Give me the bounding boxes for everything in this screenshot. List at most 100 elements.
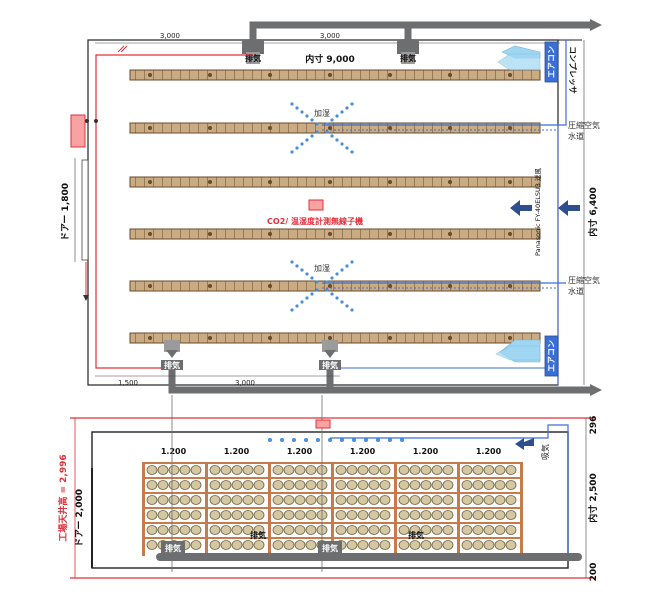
- nozzle-dot: [376, 438, 380, 442]
- exhaust-label: 排気: [164, 360, 180, 370]
- humidify-label-lower: 加湿: [314, 263, 330, 273]
- red-pipe-left: [95, 148, 172, 369]
- spray-dot: [340, 110, 344, 114]
- shelf-width-label: 1.200: [413, 447, 439, 456]
- blue-pipe-upper: [322, 40, 567, 126]
- rack-row: [129, 122, 541, 134]
- spray-dot: [305, 272, 309, 276]
- inner-depth-label: 内寸 6,400: [587, 187, 599, 237]
- dimension-top-left: 3,000: [160, 32, 180, 40]
- spray-dot: [295, 146, 299, 150]
- exhaust-unit-bottom-left: 排気: [161, 340, 183, 370]
- water-pipe-label-lower: 水道: [568, 286, 584, 296]
- spray-dot: [325, 122, 329, 126]
- aircon-label: エアコン: [547, 340, 556, 372]
- spray-dot: [345, 146, 349, 150]
- humidify-label-upper: 加湿: [314, 108, 330, 118]
- spray-dot: [335, 138, 339, 142]
- exhaust-label: 排気: [322, 543, 338, 553]
- exhaust-unit-elevation-right: [318, 541, 342, 554]
- shelf-unit: 1.200: [142, 447, 205, 556]
- nozzle-dot: [388, 438, 392, 442]
- nozzle-dot: [292, 438, 296, 442]
- dimension-top-right: 3,000: [320, 32, 340, 40]
- inner-width-label: 内寸 9,000: [305, 53, 355, 65]
- exhaust-label: 排気: [400, 53, 416, 63]
- spray-dot: [300, 300, 304, 304]
- shelf-unit: 1.200: [457, 447, 520, 556]
- nozzle-dot: [328, 438, 332, 442]
- aircon-unit-bottom: エアコン: [495, 335, 559, 377]
- spray-dot: [315, 280, 319, 284]
- spray-dot: [310, 134, 314, 138]
- spray-dot: [295, 106, 299, 110]
- rack-row: [129, 69, 541, 81]
- spray-dot: [350, 308, 354, 312]
- spray-dot: [300, 142, 304, 146]
- top-exhaust-duct: [249, 21, 590, 40]
- spray-dot: [335, 114, 339, 118]
- nozzle-dot: [280, 438, 284, 442]
- spray-dot: [345, 304, 349, 308]
- intake-label: 吸気: [540, 444, 550, 460]
- aircon-unit-top: エアコン: [497, 41, 559, 83]
- spray-dot: [300, 268, 304, 272]
- nozzle-dot: [400, 438, 404, 442]
- exhaust-unit-top-left: 排気: [242, 40, 264, 64]
- spray-dot: [295, 304, 299, 308]
- spray-dot: [330, 276, 334, 280]
- shelf-unit: 1.200: [268, 447, 331, 556]
- spray-dot: [300, 110, 304, 114]
- spray-dot: [315, 130, 319, 134]
- spray-dot: [340, 142, 344, 146]
- humidifier-spray-lower: [290, 260, 354, 312]
- fan-unit: Panasonic FY-40ELSU3 送風: [510, 167, 580, 256]
- humidifier-nozzles: [268, 438, 404, 442]
- bottom-exhaust-duct: [168, 370, 590, 394]
- humidifier-spray-upper: [290, 102, 354, 154]
- compressor-label: コンプレッサ: [568, 46, 578, 94]
- fan-label: Panasonic FY-40ELSU3 送風: [533, 167, 542, 256]
- spray-dot: [335, 272, 339, 276]
- spray-dot: [325, 288, 329, 292]
- spray-dot: [330, 118, 334, 122]
- rack-rows: [129, 69, 541, 344]
- red-pipe-top: [95, 54, 253, 148]
- nozzle-dot: [304, 438, 308, 442]
- shelf-unit: 1.200: [331, 447, 394, 556]
- spray-dot: [310, 276, 314, 280]
- intake-arrow: [515, 438, 534, 450]
- spray-dot: [350, 102, 354, 106]
- spray-dot: [305, 114, 309, 118]
- controller-box: [70, 114, 86, 148]
- duct-outlet-arrow-bottom: [590, 384, 602, 396]
- exhaust-label: 排気: [322, 360, 338, 370]
- door-plan: ドアー 1,800: [60, 158, 89, 301]
- door-height-label: ドアー 2,000: [74, 489, 85, 547]
- spray-dot: [340, 300, 344, 304]
- sensor-unit: [308, 199, 324, 211]
- exhaust-unit-top-right: 排気: [397, 40, 419, 64]
- exhaust-unit-elevation-left: [161, 541, 185, 554]
- aircon-label: エアコン: [547, 46, 556, 78]
- spray-dot: [305, 138, 309, 142]
- nozzle-dot: [316, 438, 320, 442]
- plan-view: 3,000 3,000 排気 排気 内寸 9,000 ドアー 1,800: [60, 19, 602, 396]
- nozzle-dot: [352, 438, 356, 442]
- spray-dot: [335, 296, 339, 300]
- spray-dot: [315, 288, 319, 292]
- ceiling-height-label: 工場天井高 = 2,996: [57, 454, 69, 541]
- nozzle-dot: [364, 438, 368, 442]
- dimension-bottom-left: 1,500: [118, 379, 138, 387]
- sensor-label: CO2/ 温湿度計測無線子機: [267, 216, 363, 226]
- water-pipe-label-upper: 水道: [568, 131, 584, 141]
- shelf-end-post: [520, 462, 523, 556]
- door-width-label: ドアー 1,800: [60, 183, 71, 241]
- nozzle-dot: [340, 438, 344, 442]
- rack-row: [129, 176, 541, 188]
- spray-dot: [350, 150, 354, 154]
- rack-row: [129, 228, 541, 240]
